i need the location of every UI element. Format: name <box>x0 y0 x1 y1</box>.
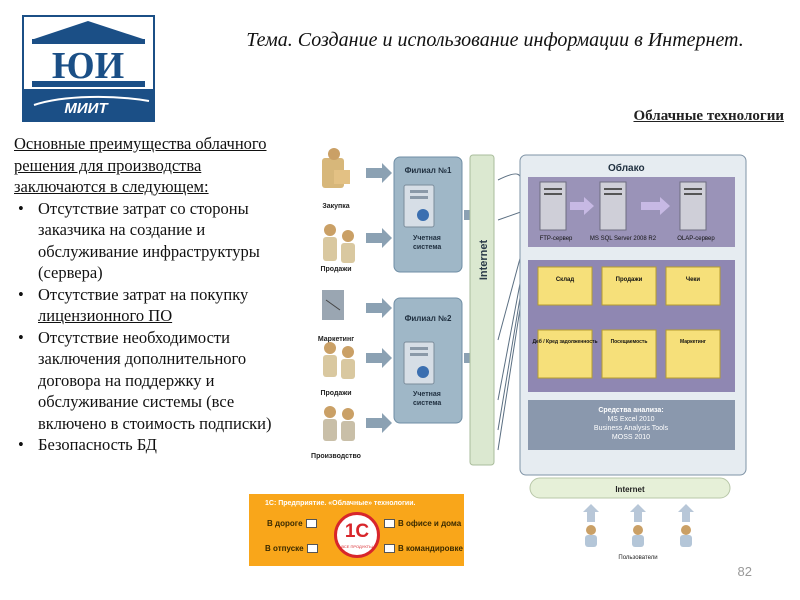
slide-title: Тема. Создание и использование информаци… <box>246 29 744 51</box>
svg-text:система: система <box>413 400 441 407</box>
svg-text:Маркетинг: Маркетинг <box>680 339 706 345</box>
cube-receipts: Чеки <box>665 266 721 306</box>
olap-server: OLAP-сервер <box>677 181 715 242</box>
users-icons: Пользователи <box>585 525 692 561</box>
actor-arrows <box>366 163 392 433</box>
banner-option: В командировке <box>384 544 463 554</box>
benefits-list: Отсутствие затрат со стороны заказчика н… <box>14 198 296 456</box>
ftp-server: FTP-сервер <box>539 181 573 242</box>
laptop-icon <box>305 519 317 529</box>
benefit-item: Безопасность БД <box>14 434 296 456</box>
svg-text:Облако: Облако <box>608 162 645 174</box>
svg-text:Business Analysis Tools: Business Analysis Tools <box>594 425 669 432</box>
benefit-item: Отсутствие затрат со стороны заказчика н… <box>14 198 296 284</box>
sales-actor: Продажи <box>320 224 355 273</box>
svg-text:Средства анализа:: Средства анализа: <box>598 407 663 414</box>
university-logo: ЮИ МИИТ <box>22 15 155 122</box>
benefit-item: Отсутствие необходимости заключения допо… <box>14 327 296 435</box>
sql-server: MS SQL Server 2008 R2 <box>590 181 657 242</box>
banner-option: В дороге <box>267 519 317 529</box>
purchase-actor: Закупка <box>322 148 350 210</box>
cube-debt: Деб / Кред задолженность <box>532 329 598 379</box>
cube-attendance: Посещаемость <box>601 329 657 379</box>
phone-icon <box>384 544 395 554</box>
cube-warehouse: Склад <box>537 266 593 306</box>
svg-text:Учетная: Учетная <box>413 235 441 242</box>
production-actor: Производство <box>311 406 361 460</box>
internet-vertical-bar: Internet <box>469 154 495 466</box>
svg-text:MOSS 2010: MOSS 2010 <box>612 434 650 441</box>
svg-text:Филиал №1: Филиал №1 <box>405 166 452 175</box>
svg-text:FTP-сервер: FTP-сервер <box>540 236 573 242</box>
banner-option: В отпуске <box>265 544 318 554</box>
page-number: 82 <box>737 564 752 579</box>
svg-text:Маркетинг: Маркетинг <box>318 336 354 343</box>
building-icon: ЮИ <box>32 21 145 87</box>
benefits-intro: Основные преимущества облачного решения … <box>14 134 267 196</box>
svg-text:Internet: Internet <box>615 485 645 494</box>
benefit-item: Отсутствие затрат на покупку лицензионно… <box>14 284 296 327</box>
svg-text:OLAP-сервер: OLAP-сервер <box>677 236 715 242</box>
sales2-actor: Продажи <box>320 342 355 397</box>
svg-text:Internet: Internet <box>478 239 490 280</box>
logo-caption: МИИТ <box>64 100 109 117</box>
svg-text:Закупка: Закупка <box>322 203 349 210</box>
cube-marketing: Маркетинг <box>665 329 721 379</box>
benefits-text: Основные преимущества облачного решения … <box>14 133 296 456</box>
marketing-actor: Маркетинг <box>318 290 354 343</box>
user-arrows <box>583 504 694 522</box>
svg-text:Пользователи: Пользователи <box>618 555 657 561</box>
banner-option: В офисе и дома <box>384 519 461 529</box>
svg-text:Чеки: Чеки <box>686 277 701 283</box>
banner-header: 1С: Предприятие. «Облачные» технологии. <box>265 500 416 507</box>
tablet-icon <box>306 544 318 554</box>
computer-icon <box>384 519 395 529</box>
svg-text:MS Excel 2010: MS Excel 2010 <box>607 416 654 423</box>
svg-text:Филиал №2: Филиал №2 <box>405 314 452 323</box>
internet-bottom-bar: Internet <box>529 477 731 499</box>
svg-text:Посещаемость: Посещаемость <box>611 339 648 345</box>
svg-text:Продажи: Продажи <box>320 390 351 397</box>
svg-text:Производство: Производство <box>311 453 361 460</box>
logo-letters: ЮИ <box>52 45 124 87</box>
slide-subtitle: Облачные технологии <box>633 108 784 124</box>
branch1-panel: Филиал №1 Учетная система <box>393 156 463 273</box>
svg-text:система: система <box>413 244 441 251</box>
svg-text:Учетная: Учетная <box>413 391 441 398</box>
cube-sales: Продажи <box>601 266 657 306</box>
cloud-panel: Облако FTP-сервер MS SQL Server 2008 R2 … <box>519 154 747 476</box>
svg-text:Склад: Склад <box>556 277 575 283</box>
svg-text:Деб / Кред задолженность: Деб / Кред задолженность <box>532 338 597 345</box>
1c-logo: 1С ВСЕ ПРОДУКТЫ <box>334 512 380 558</box>
svg-text:MS SQL Server 2008 R2: MS SQL Server 2008 R2 <box>590 236 657 242</box>
branch2-panel: Филиал №2 Учетная система <box>393 297 463 424</box>
1c-banner: 1С: Предприятие. «Облачные» технологии. … <box>249 494 464 566</box>
svg-text:Продажи: Продажи <box>616 277 643 283</box>
cloud-architecture-diagram: Закупка Продажи Маркетинг Продажи Произв… <box>311 148 747 561</box>
svg-text:Продажи: Продажи <box>320 266 351 273</box>
